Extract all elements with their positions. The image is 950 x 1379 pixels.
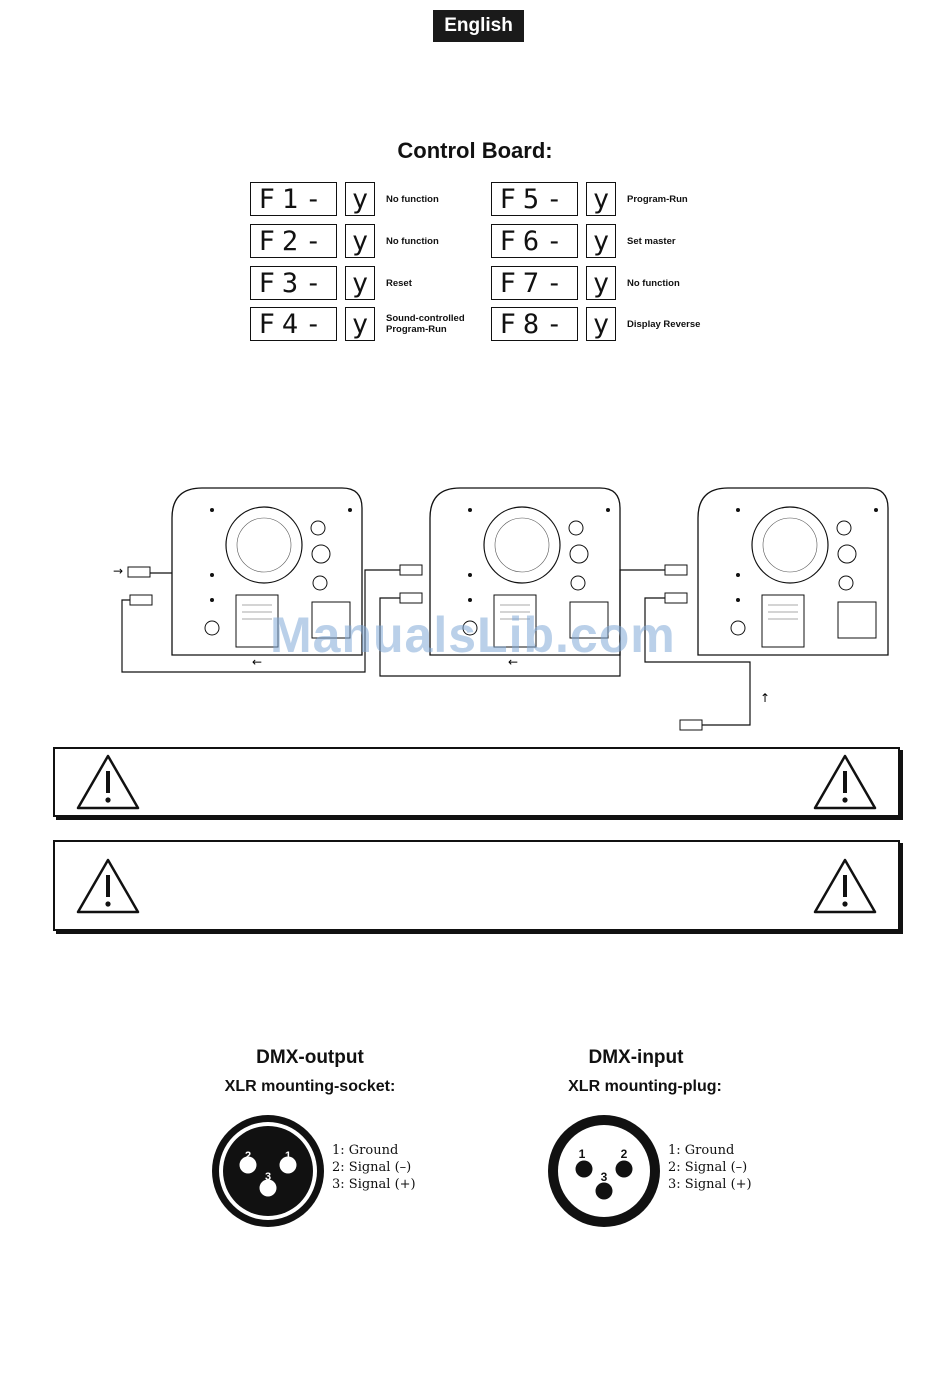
segment-display-value: y (586, 182, 616, 216)
warning-triangle-icon (76, 858, 140, 913)
segment-display-code: F8- (491, 307, 578, 341)
function-label: Reset (386, 277, 412, 289)
function-label: No function (386, 235, 439, 247)
svg-text:2: 2 (621, 1147, 628, 1161)
segment-display-code: F1- (250, 182, 337, 216)
dmx-input-subtitle: XLR mounting-plug: (568, 1078, 722, 1095)
pin-label: 2: Signal (–) (668, 1160, 748, 1175)
svg-text:←: ← (508, 655, 518, 669)
pin-label: 1: Ground (668, 1143, 735, 1158)
segment-display-code: F7- (491, 266, 578, 300)
segment-display-code: F6- (491, 224, 578, 258)
xlr-plug-icon: 1 2 3 (548, 1115, 660, 1227)
pin-label: 2: Signal (–) (332, 1160, 412, 1175)
segment-display-value: y (345, 224, 375, 258)
segment-display-value: y (345, 307, 375, 341)
svg-text:1: 1 (579, 1147, 586, 1161)
watermark: ManualsLib.com (270, 607, 676, 663)
svg-text:2: 2 (245, 1150, 251, 1162)
segment-display-value: y (586, 266, 616, 300)
segment-display-code: F2- (250, 224, 337, 258)
language-badge: English (433, 10, 524, 42)
dmx-input-pin-list: 1: Ground 2: Signal (–) 3: Signal (+) (668, 1142, 752, 1193)
svg-text:→: → (113, 564, 123, 578)
function-label: Program-Run (627, 193, 688, 205)
svg-text:1: 1 (285, 1150, 291, 1162)
warning-box (53, 747, 900, 817)
dmx-output-pin-list: 1: Ground 2: Signal (–) 3: Signal (+) (332, 1142, 416, 1193)
dmx-output-title: DMX-output (256, 1047, 364, 1068)
pin-label: 1: Ground (332, 1143, 399, 1158)
warning-triangle-icon (813, 754, 877, 810)
svg-text:↑: ↑ (760, 691, 770, 705)
function-label: No function (386, 193, 439, 205)
segment-display-value: y (345, 266, 375, 300)
svg-text:3: 3 (601, 1170, 608, 1184)
dmx-chain-diagram: → ← ← ↑ (113, 487, 889, 731)
dmx-output-subtitle: XLR mounting-socket: (224, 1078, 396, 1095)
function-label: No function (627, 277, 680, 289)
function-label: Display Reverse (627, 318, 701, 330)
svg-text:3: 3 (265, 1171, 271, 1183)
warning-triangle-icon (813, 858, 877, 913)
warning-box (53, 840, 900, 931)
warning-triangle-icon (76, 754, 140, 810)
xlr-socket-icon: 2 1 3 (212, 1115, 324, 1227)
segment-display-value: y (345, 182, 375, 216)
function-label: Sound-controlled Program-Run (386, 313, 465, 335)
segment-display-value: y (586, 224, 616, 258)
svg-text:←: ← (252, 655, 262, 669)
pin-label: 3: Signal (+) (668, 1177, 752, 1192)
dmx-input-title: DMX-input (588, 1047, 684, 1068)
segment-display-code: F3- (250, 266, 337, 300)
control-board-title: Control Board: (397, 138, 553, 163)
segment-display-value: y (586, 307, 616, 341)
segment-display-code: F4- (250, 307, 337, 341)
function-label: Set master (627, 235, 676, 247)
segment-display-code: F5- (491, 182, 578, 216)
pin-label: 3: Signal (+) (332, 1177, 416, 1192)
